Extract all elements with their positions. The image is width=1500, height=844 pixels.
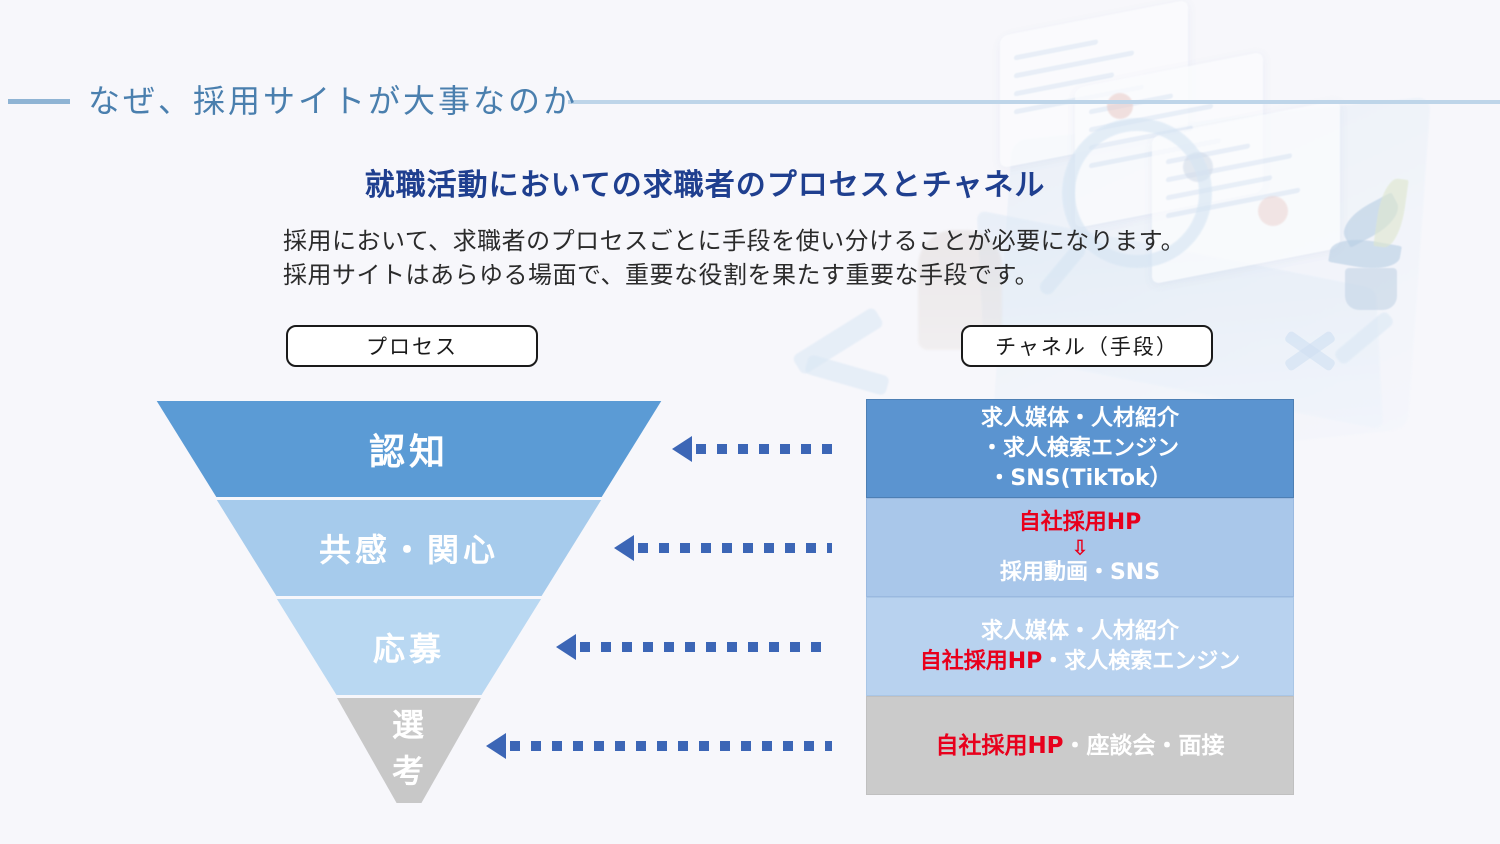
background-leaf-accent — [803, 353, 891, 397]
lead-paragraph: 採用において、求職者のプロセスごとに手段を使い分けることが必要になります。 採用… — [283, 227, 1186, 289]
column-header-channel-label: チャネル（手段） — [995, 335, 1179, 359]
channel-box-selection: 自社採用HP・座談会・面接 — [866, 696, 1294, 795]
page-title: 就職活動においての求職者のプロセスとチャネル — [364, 168, 1046, 203]
channel-line-plain: ・座談会・面接 — [1063, 732, 1225, 759]
header-title: なぜ、採用サイトが大事なのか — [88, 82, 579, 120]
channel-box-interest: 自社採用HP ⇩ 採用動画・SNS — [866, 498, 1294, 597]
connector-arrow-application — [556, 634, 832, 660]
arrow-left-icon — [486, 733, 506, 759]
column-header-channel: チャネル（手段） — [961, 325, 1213, 367]
background-avatar-icon — [1107, 93, 1133, 119]
channel-line-mixed: 自社採用HP・座談会・面接 — [935, 731, 1224, 761]
funnel-stage-label: 共感・関心 — [318, 531, 499, 569]
connector-arrow-selection — [486, 733, 832, 759]
channel-column: 求人媒体・人材紹介 ・求人検索エンジン ・SNS(TikTok） 自社採用HP … — [866, 399, 1294, 795]
process-funnel: 認知 共感・関心 応募 選考 — [150, 398, 680, 818]
channel-box-application: 求人媒体・人材紹介 自社採用HP・求人検索エンジン — [866, 597, 1294, 696]
arrow-dotted-line — [696, 444, 832, 454]
channel-line: 求人媒体・人材紹介 — [980, 405, 1179, 431]
arrow-left-icon — [614, 535, 634, 561]
channel-line: ・求人検索エンジン — [980, 435, 1179, 461]
arrow-left-icon — [672, 436, 692, 462]
column-header-process: プロセス — [286, 325, 538, 367]
down-arrow-icon: ⇩ — [1071, 535, 1089, 560]
connector-arrow-awareness — [672, 436, 832, 462]
header-rule-left — [8, 99, 70, 104]
channel-line-highlight: 自社採用HP — [935, 732, 1064, 759]
channel-line-highlight: 自社採用HP — [919, 648, 1043, 674]
arrow-dotted-line — [638, 543, 832, 553]
arrow-left-icon — [556, 634, 576, 660]
channel-line: 求人媒体・人材紹介 — [980, 618, 1179, 644]
arrow-dotted-line — [510, 741, 832, 751]
funnel-stage-label: 認知 — [368, 432, 449, 473]
channel-line-plain: ・求人検索エンジン — [1042, 648, 1241, 674]
funnel-stage-awareness: 認知 — [156, 401, 662, 497]
connector-arrow-interest — [614, 535, 832, 561]
background-plant-pot — [1345, 268, 1397, 310]
funnel-stage-interest: 共感・関心 — [216, 500, 602, 596]
background-avatar-icon — [1258, 196, 1288, 226]
channel-line: 採用動画・SNS — [999, 559, 1161, 585]
channel-line: ・SNS(TikTok） — [988, 465, 1172, 491]
arrow-dotted-line — [580, 642, 832, 652]
funnel-stage-label: 選考 — [391, 706, 426, 790]
header-rule-right — [568, 100, 1500, 104]
funnel-stage-label: 応募 — [372, 630, 445, 668]
channel-line-highlight: 自社採用HP — [1018, 509, 1142, 535]
slide-header: なぜ、採用サイトが大事なのか — [0, 82, 1500, 125]
column-header-process-label: プロセス — [366, 335, 458, 359]
channel-box-awareness: 求人媒体・人材紹介 ・求人検索エンジン ・SNS(TikTok） — [866, 399, 1294, 498]
background-leaf-accent — [1332, 310, 1396, 366]
channel-line-mixed: 自社採用HP・求人検索エンジン — [920, 647, 1241, 677]
